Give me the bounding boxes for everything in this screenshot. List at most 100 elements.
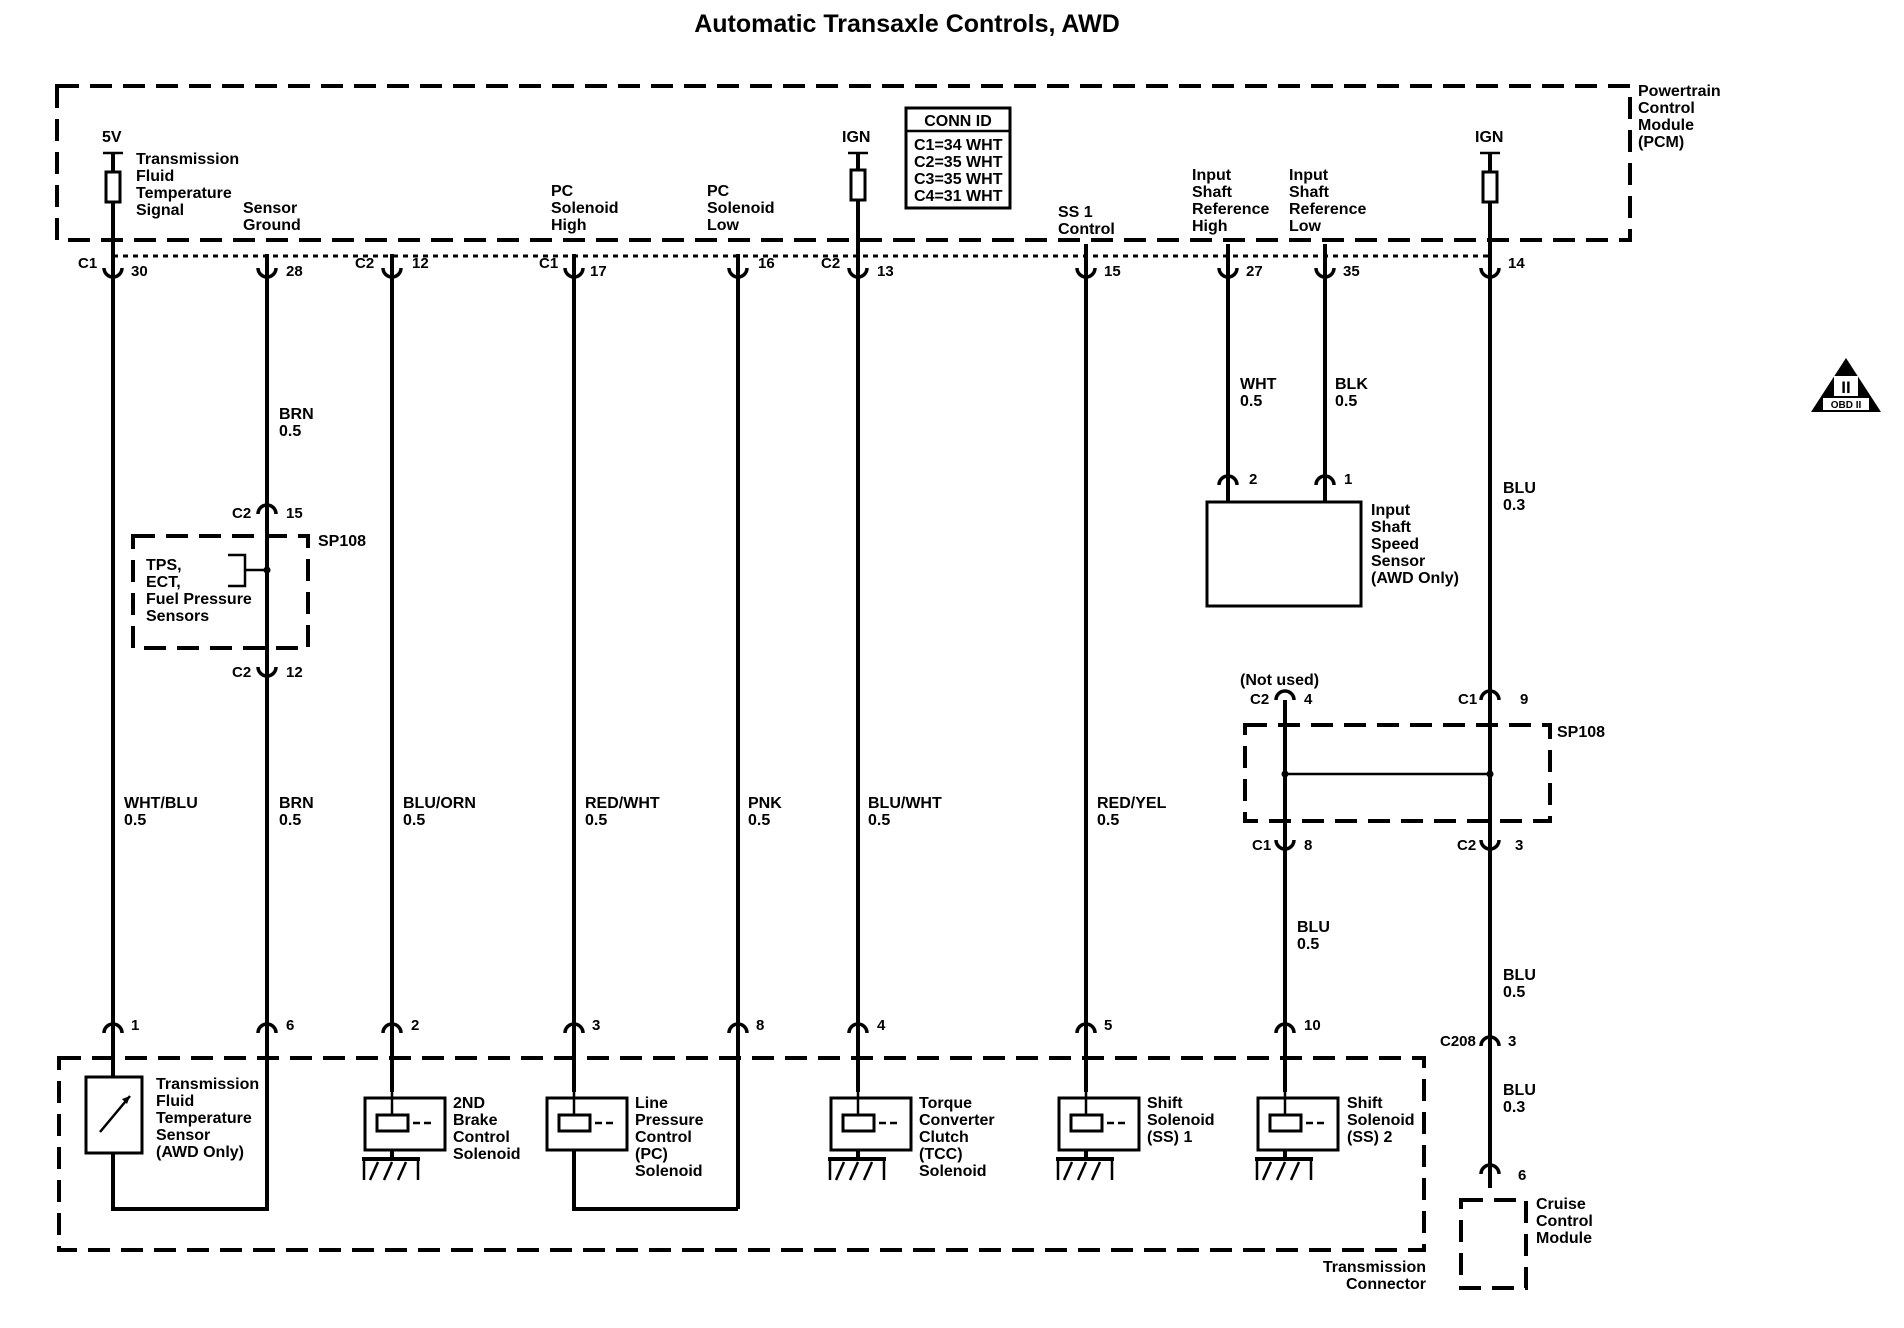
wire-pc-high: C1 17 RED/WHT 0.5 3	[539, 254, 660, 1092]
svg-text:1: 1	[131, 1017, 139, 1034]
svg-text:PC: PC	[551, 183, 574, 200]
svg-text:0.5: 0.5	[403, 812, 425, 829]
svg-text:Sensor: Sensor	[156, 1127, 210, 1144]
svg-text:4: 4	[877, 1017, 886, 1034]
svg-text:3: 3	[1515, 837, 1523, 854]
svg-text:15: 15	[1104, 263, 1121, 280]
svg-text:30: 30	[131, 263, 148, 280]
svg-text:(SS) 2: (SS) 2	[1347, 1129, 1392, 1146]
svg-text:Clutch: Clutch	[919, 1129, 969, 1146]
transmission-connector-label: Transmission Connector	[1323, 1259, 1426, 1293]
svg-text:II: II	[1841, 378, 1850, 397]
svg-text:WHT: WHT	[1240, 376, 1277, 393]
svg-text:Solenoid: Solenoid	[635, 1163, 703, 1180]
svg-text:13: 13	[877, 263, 894, 280]
svg-text:4: 4	[1304, 691, 1313, 708]
wire-input-shaft-low: 35 BLK 0.5 1	[1314, 244, 1368, 502]
obd2-icon: II OBD II	[1811, 358, 1881, 412]
svg-text:8: 8	[756, 1017, 764, 1034]
svg-text:8: 8	[1304, 837, 1312, 854]
svg-text:10: 10	[1304, 1017, 1321, 1034]
svg-text:Temperature: Temperature	[156, 1110, 252, 1127]
svg-text:17: 17	[590, 263, 607, 280]
svg-text:PNK: PNK	[748, 795, 782, 812]
svg-text:Transmission: Transmission	[136, 151, 239, 168]
svg-text:Solenoid: Solenoid	[453, 1146, 521, 1163]
wire-input-shaft-high: 27 WHT 0.5 2	[1217, 244, 1277, 502]
svg-text:(PC): (PC)	[635, 1146, 668, 1163]
pcm-label-pc-high: PC Solenoid High	[551, 183, 619, 234]
wire-pc-low: 16 PNK 0.5 8	[727, 254, 782, 1209]
svg-text:0.5: 0.5	[1297, 936, 1319, 953]
svg-text:6: 6	[1518, 1167, 1526, 1184]
svg-text:9: 9	[1520, 691, 1528, 708]
wire-tcc: C2 13 BLU/WHT 0.5 4	[821, 254, 942, 1092]
svg-text:0.5: 0.5	[124, 812, 146, 829]
svg-text:Sensor: Sensor	[243, 200, 297, 217]
svg-text:Fluid: Fluid	[136, 168, 174, 185]
transmission-connector-boundary	[57, 1056, 1426, 1252]
svg-text:TPS,: TPS,	[146, 557, 182, 574]
svg-text:Solenoid: Solenoid	[919, 1163, 987, 1180]
wire-ign-cruise: 14 BLU 0.3 BLU 0.5 C208 3 BLU 0.3 6	[1440, 254, 1536, 1188]
svg-text:0.5: 0.5	[279, 423, 301, 440]
svg-text:BRN: BRN	[279, 795, 314, 812]
svg-text:SP108: SP108	[1557, 724, 1605, 741]
cruise-control-module: Cruise Control Module	[1459, 1196, 1593, 1290]
svg-text:BLU: BLU	[1503, 1082, 1536, 1099]
wire-ss2: BLU 0.5 10	[1274, 919, 1330, 1034]
svg-text:Converter: Converter	[919, 1112, 995, 1129]
input-shaft-speed-sensor: Input Shaft Speed Sensor (AWD Only)	[1205, 500, 1459, 608]
svg-text:5: 5	[1104, 1017, 1112, 1034]
svg-text:3: 3	[1508, 1033, 1516, 1050]
svg-text:(Not used): (Not used)	[1240, 672, 1319, 689]
svg-text:Solenoid: Solenoid	[1147, 1112, 1215, 1129]
svg-text:Connector: Connector	[1346, 1276, 1426, 1293]
svg-text:3: 3	[592, 1017, 600, 1034]
svg-text:C1: C1	[78, 255, 97, 272]
svg-text:0.5: 0.5	[585, 812, 607, 829]
svg-text:Torque: Torque	[919, 1095, 972, 1112]
svg-text:BLK: BLK	[1335, 376, 1368, 393]
svg-text:Input: Input	[1289, 167, 1329, 184]
svg-text:35: 35	[1343, 263, 1360, 280]
svg-text:Brake: Brake	[453, 1112, 498, 1129]
diagram-title: Automatic Transaxle Controls, AWD	[694, 10, 1120, 38]
svg-text:Transmission: Transmission	[1323, 1259, 1426, 1276]
svg-text:Input: Input	[1192, 167, 1232, 184]
svg-text:Sensors: Sensors	[146, 608, 209, 625]
svg-text:Input: Input	[1371, 502, 1411, 519]
svg-text:C2=35 WHT: C2=35 WHT	[914, 154, 1003, 171]
svg-text:1: 1	[1344, 471, 1352, 488]
wire-2nd-brake: C2 12 BLU/ORN 0.5 2	[355, 254, 476, 1092]
svg-text:(AWD Only): (AWD Only)	[1371, 570, 1459, 587]
svg-text:SS 1: SS 1	[1058, 204, 1093, 221]
svg-text:28: 28	[286, 263, 303, 280]
svg-text:Line: Line	[635, 1095, 668, 1112]
svg-text:0.5: 0.5	[868, 812, 890, 829]
svg-text:0.5: 0.5	[279, 812, 301, 829]
svg-text:BLU/ORN: BLU/ORN	[403, 795, 476, 812]
svg-text:C2: C2	[355, 255, 374, 272]
svg-text:Signal: Signal	[136, 202, 184, 219]
svg-text:2: 2	[1249, 471, 1257, 488]
solenoid-tcc: Torque Converter Clutch (TCC) Solenoid	[828, 1092, 995, 1181]
svg-text:C1=34 WHT: C1=34 WHT	[914, 137, 1003, 154]
svg-text:12: 12	[286, 664, 303, 681]
svg-text:C1: C1	[1252, 837, 1271, 854]
svg-text:Shift: Shift	[1347, 1095, 1383, 1112]
wire-ss1: 15 RED/YEL 0.5 5	[1075, 244, 1167, 1092]
svg-text:15: 15	[286, 505, 303, 522]
svg-text:BRN: BRN	[279, 406, 314, 423]
svg-text:(SS) 1: (SS) 1	[1147, 1129, 1192, 1146]
svg-text:C2: C2	[821, 255, 840, 272]
pcm-label-input-shaft-high: Input Shaft Reference High	[1192, 167, 1269, 235]
svg-text:Control: Control	[1536, 1213, 1593, 1230]
solenoid-ss1: Shift Solenoid (SS) 1	[1056, 1092, 1215, 1181]
svg-text:0.3: 0.3	[1503, 497, 1525, 514]
svg-text:5V: 5V	[102, 129, 122, 146]
svg-text:Temperature: Temperature	[136, 185, 232, 202]
svg-text:ECT,: ECT,	[146, 574, 181, 591]
svg-text:12: 12	[412, 255, 429, 272]
svg-text:Module: Module	[1638, 117, 1694, 134]
